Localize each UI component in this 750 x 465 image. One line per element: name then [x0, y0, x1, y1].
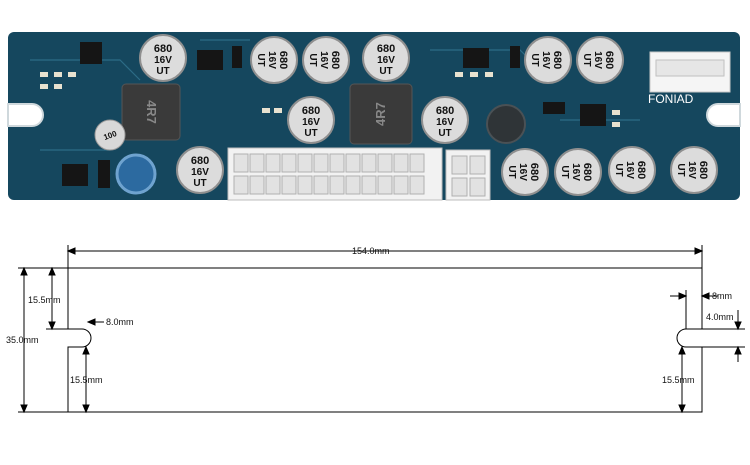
capacitor-label-value: 680: [191, 155, 209, 167]
inductor-center-label: 4R7: [373, 102, 388, 126]
capacitor-label-series: UT: [156, 66, 169, 77]
left-bottom-label: 15.5mm: [70, 375, 103, 385]
capacitor: 680 16V UT: [362, 34, 410, 82]
capacitor-label-value: 680: [436, 105, 454, 117]
header-connector: [649, 51, 731, 93]
capacitor-label-voltage: 16V: [436, 117, 454, 128]
capacitor-label-value: 680: [377, 43, 395, 55]
inductor-center: 4R7: [349, 83, 413, 145]
brand-label: FONIAD: [648, 92, 694, 106]
capacitor-label-value: 680: [302, 105, 320, 117]
blue-capacitor: [115, 153, 157, 195]
inductor-left-label: 4R7: [144, 100, 159, 124]
capacitor-label-series: UT: [193, 178, 206, 189]
capacitor: 680 16V UT: [250, 36, 298, 84]
left-top-label: 15.5mm: [28, 295, 61, 305]
capacitor: 680 16V UT: [139, 34, 187, 82]
capacitor: 680 16V UT: [421, 96, 469, 144]
atx-4pin-connector: [445, 149, 491, 201]
capacitor-label-value: 680: [581, 163, 593, 181]
left-mounting-slot: [7, 103, 44, 127]
capacitor-label-value: 680: [329, 51, 341, 69]
capacitor-label-voltage: 16V: [517, 163, 528, 181]
capacitor-label-series: UT: [506, 165, 517, 178]
smd-components: [40, 72, 620, 127]
capacitor-label-series: UT: [307, 53, 318, 66]
capacitor-label-voltage: 16V: [592, 51, 603, 69]
atx-24pin-connector: [227, 147, 443, 201]
capacitor-label-series: UT: [438, 128, 451, 139]
capacitor: 680 16V UT: [554, 148, 602, 196]
right-slot-height-label: 4.0mm: [706, 312, 734, 322]
capacitor: 680 16V UT: [670, 146, 718, 194]
capacitor-label-voltage: 16V: [540, 51, 551, 69]
capacitor: 680 16V UT: [287, 96, 335, 144]
right-slot-width-label: 8mm: [712, 291, 732, 301]
right-bottom-label: 15.5mm: [662, 375, 695, 385]
capacitor-label-series: UT: [559, 165, 570, 178]
board-outline: [67, 267, 703, 413]
capacitor-label-voltage: 16V: [570, 163, 581, 181]
capacitor-label-value: 680: [528, 163, 540, 181]
ic-chips: [62, 42, 606, 188]
capacitor-label-voltage: 16V: [318, 51, 329, 69]
capacitor-label-voltage: 16V: [266, 51, 277, 69]
capacitor-label-series: UT: [529, 53, 540, 66]
small-capacitor-label: 100: [102, 129, 118, 142]
pcb-photo: 4R7 4R7 100 680 16V UT 680 16V UT 680 16…: [7, 32, 741, 201]
length-label: 154.0mm: [352, 246, 390, 256]
capacitor-label-value: 680: [603, 51, 615, 69]
height-label: 35.0mm: [6, 335, 39, 345]
dimension-drawing: 154.0mm 35.0mm 15.5mm 15.5mm 8.0mm 8mm 4…: [6, 245, 745, 414]
capacitor: 680 16V UT: [302, 36, 350, 84]
capacitor-label-value: 680: [697, 161, 709, 179]
small-capacitor: 100: [94, 119, 126, 151]
capacitor: 680 16V UT: [576, 36, 624, 84]
capacitor: 680 16V UT: [524, 36, 572, 84]
capacitor-label-value: 680: [551, 51, 563, 69]
capacitor-label-series: UT: [675, 163, 686, 176]
capacitor-label-value: 680: [635, 161, 647, 179]
capacitor: 680 16V UT: [501, 148, 549, 196]
capacitor-label-voltage: 16V: [377, 55, 395, 66]
capacitor-label-series: UT: [255, 53, 266, 66]
capacitor-label-voltage: 16V: [686, 161, 697, 179]
dark-capacitor: [486, 104, 526, 144]
capacitor-label-voltage: 16V: [624, 161, 635, 179]
capacitor: 680 16V UT: [608, 146, 656, 194]
capacitor-label-voltage: 16V: [191, 167, 209, 178]
capacitor-label-voltage: 16V: [302, 117, 320, 128]
capacitor-label-value: 680: [277, 51, 289, 69]
capacitor-label-series: UT: [304, 128, 317, 139]
capacitor-label-series: UT: [613, 163, 624, 176]
capacitor: 680 16V UT: [176, 146, 224, 194]
capacitor-label-series: UT: [379, 66, 392, 77]
capacitor-label-series: UT: [581, 53, 592, 66]
inductor-left: 4R7: [121, 83, 181, 141]
right-mounting-slot: [706, 103, 741, 127]
capacitor-label-value: 680: [154, 43, 172, 55]
capacitor-label-voltage: 16V: [154, 55, 172, 66]
left-slot-label: 8.0mm: [106, 317, 134, 327]
capacitor-group: 680 16V UT 680 16V UT 680 16V UT 680 16V…: [139, 34, 718, 196]
